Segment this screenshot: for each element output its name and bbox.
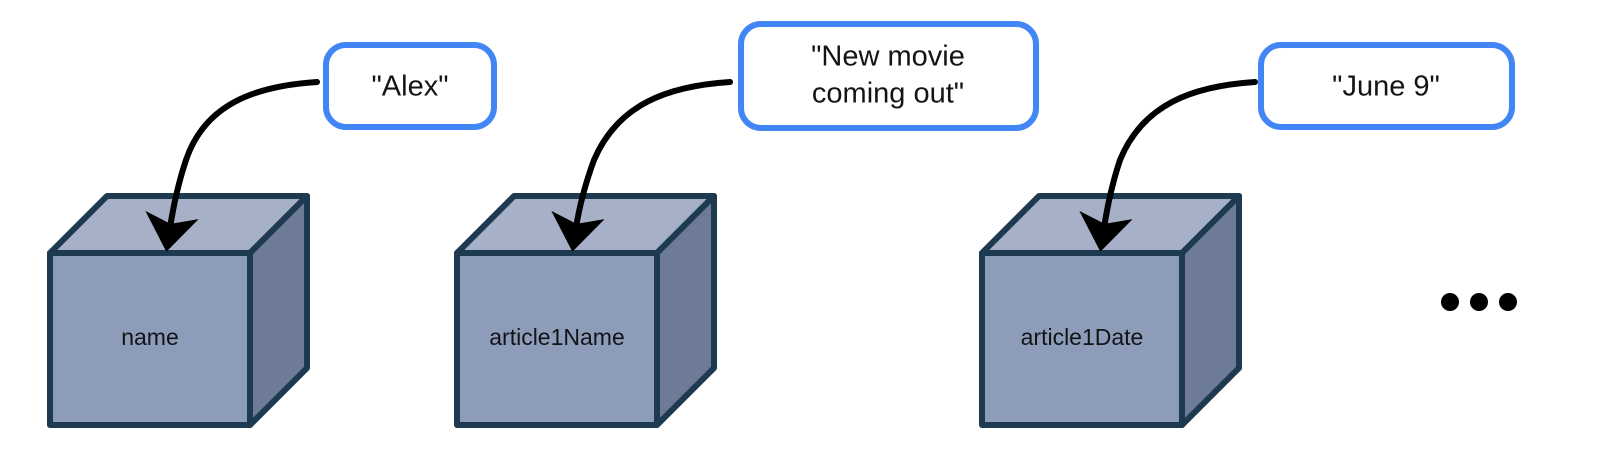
callout-box	[1258, 42, 1515, 130]
arrow-alex-to-name	[145, 79, 320, 252]
ellipsis-dot	[1499, 293, 1517, 311]
cube-front-face	[454, 250, 660, 428]
callout-box	[738, 21, 1039, 131]
ellipsis-more-indicator	[1441, 293, 1517, 311]
callout-new-movie[interactable]: "New movie coming out"	[738, 21, 1039, 131]
callout-june-9[interactable]: "June 9"	[1258, 42, 1515, 130]
callout-label: "June 9"	[1332, 71, 1440, 103]
cube-front-face	[47, 250, 253, 428]
cube-label: article1Date	[1021, 324, 1144, 350]
ellipsis-dot	[1441, 293, 1459, 311]
cube-label: article1Name	[489, 324, 625, 350]
cube-article1name[interactable]: article1Name	[454, 193, 717, 428]
callout-label-line2: coming out"	[812, 78, 964, 110]
callout-alex[interactable]: "Alex"	[323, 42, 497, 130]
arrow-june9-to-article1date	[1079, 79, 1258, 252]
cube-article1date[interactable]: article1Date	[979, 193, 1242, 428]
cube-label: name	[121, 324, 179, 350]
arrow-new-movie-to-article1name	[551, 79, 733, 252]
ellipsis-dot	[1470, 293, 1488, 311]
cube-front-face	[979, 250, 1185, 428]
callout-label-line1: "New movie	[811, 41, 965, 73]
callout-box	[323, 42, 497, 130]
callout-label: "Alex"	[371, 71, 448, 103]
cube-name[interactable]: name	[47, 193, 310, 428]
